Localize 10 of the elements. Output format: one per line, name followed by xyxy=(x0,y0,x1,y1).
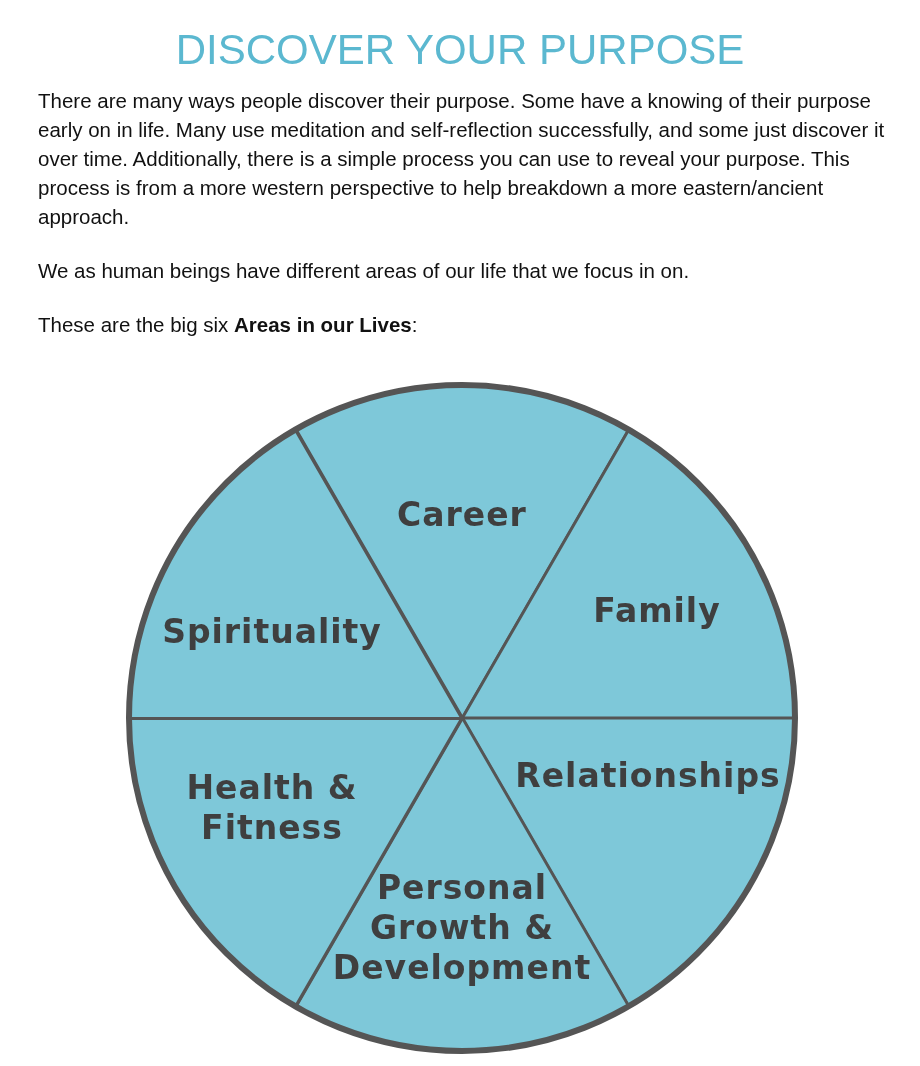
paragraph-text: We as human beings have different areas of our life that we focus in on. xyxy=(38,258,691,284)
page-title: DISCOVER YOUR PURPOSE xyxy=(174,26,746,74)
paragraph-text: There are many ways people discover their purpose. Some have a knowing of their purpose early on in life. Many use meditation and self-reflection successfully, and some just discover it over time. Additionally, there is a simple process you can use to reveal your purpose. This process is from a more western perspective to help breakdown a more eastern/ancient approach. xyxy=(38,88,886,230)
segment-label: Career xyxy=(396,495,528,535)
segment-label: Personal Growth & Development xyxy=(331,868,593,988)
segment-label: Family xyxy=(592,591,722,631)
segment-label: Spirituality xyxy=(161,612,383,652)
segment-label: Health & Fitness xyxy=(185,768,359,848)
segment-label: Relationships xyxy=(514,756,782,796)
paragraph-text: These are the big six Areas in our Lives: xyxy=(38,312,419,338)
